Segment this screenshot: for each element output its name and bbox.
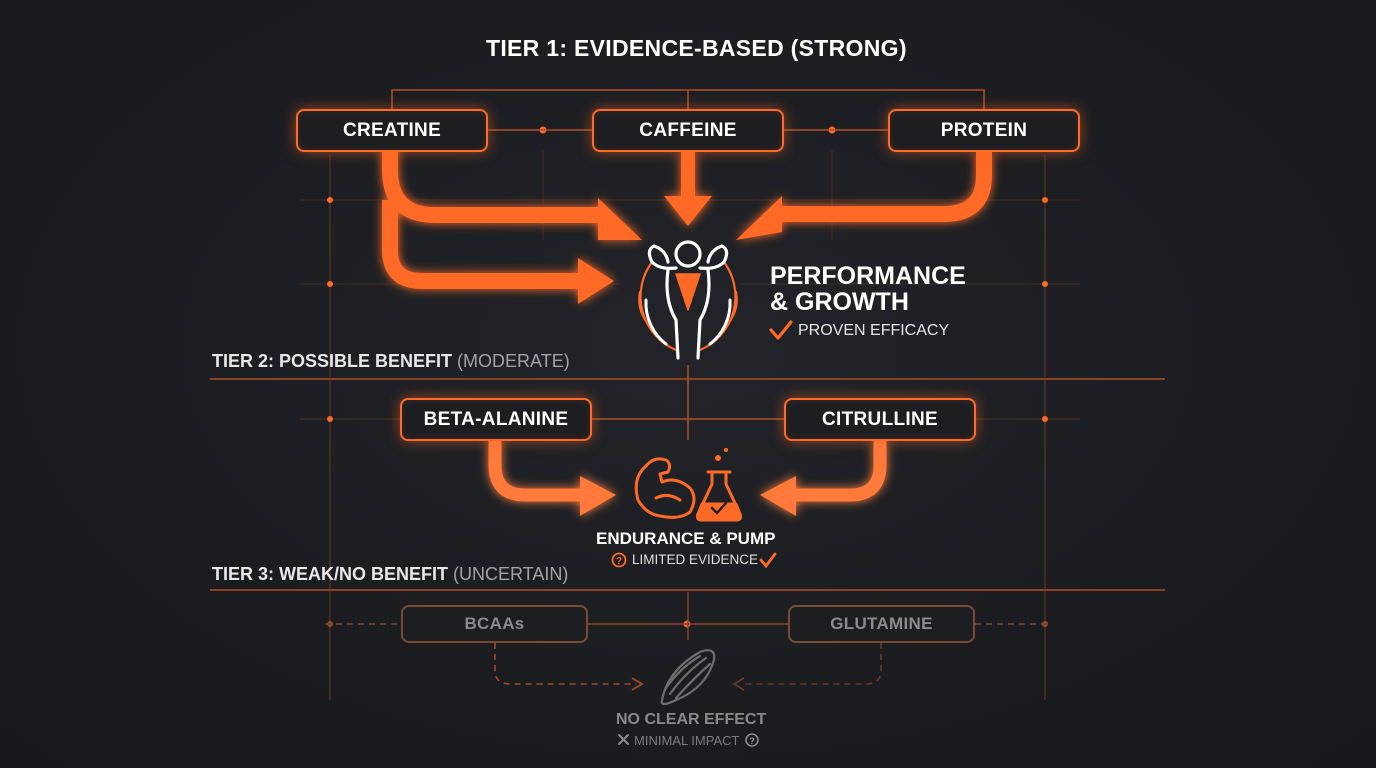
- question-icon-dim: ?: [745, 733, 759, 747]
- outcome2-note: LIMITED EVIDENCE: [632, 552, 759, 567]
- beta-alanine-arrow: [488, 441, 585, 502]
- beta-alanine-arrowhead: [580, 476, 616, 516]
- citrulline-arrowhead: [760, 476, 796, 516]
- creatine-arrowhead-1: [598, 198, 642, 240]
- caffeine-arrowhead: [664, 196, 712, 226]
- caffeine-box[interactable]: CAFFEINE: [592, 109, 784, 152]
- tier2-connectors: [592, 365, 784, 440]
- svg-text:?: ?: [749, 736, 755, 746]
- citrulline-box[interactable]: CITRULLINE: [784, 398, 976, 441]
- outcome2-title: ENDURANCE & PUMP: [596, 529, 776, 548]
- checkmark-icon-small: [759, 552, 777, 569]
- muscular-body-icon: [638, 240, 738, 360]
- bcaas-box[interactable]: BCAAs: [401, 605, 588, 643]
- grid-dots: [327, 126, 1048, 628]
- glutamine-dashed-arrow: [740, 643, 882, 685]
- tier3-connectors: [325, 592, 1050, 691]
- outcome1-note: PROVEN EFFICACY: [798, 322, 950, 339]
- beta-alanine-box[interactable]: BETA-ALANINE: [400, 398, 592, 441]
- protein-box[interactable]: PROTEIN: [888, 109, 1080, 152]
- creatine-arrowhead-2: [578, 258, 614, 304]
- flexed-arm-icon: [634, 457, 696, 519]
- tier2-qualifier: (MODERATE): [457, 351, 570, 371]
- creatine-arrow-to-growth: [382, 144, 608, 223]
- tier2-heading: TIER 2: POSSIBLE BENEFIT (MODERATE): [212, 351, 570, 372]
- tier3-qualifier: (UNCERTAIN): [453, 564, 569, 584]
- checkmark-icon: [769, 320, 793, 340]
- protein-arrow: [780, 152, 992, 222]
- tier2-label: TIER 2: POSSIBLE BENEFIT: [212, 351, 453, 371]
- outcome1-title-line1: PERFORMANCE: [770, 262, 966, 290]
- outcome3-note: MINIMAL IMPACT: [634, 733, 740, 748]
- outcome3-title: NO CLEAR EFFECT: [616, 711, 767, 728]
- outcome1-title-line2: & GROWTH: [770, 288, 909, 316]
- flask-icon: [696, 448, 742, 522]
- tier3-heading: TIER 3: WEAK/NO BENEFIT (UNCERTAIN): [212, 564, 568, 585]
- bcaa-dashed-arrow: [494, 643, 636, 685]
- question-icon: ?: [611, 552, 627, 568]
- x-mark-icon: [618, 734, 629, 745]
- creatine-box[interactable]: CREATINE: [296, 109, 488, 152]
- tier1-arrows: [382, 144, 992, 304]
- tier3-label: TIER 3: WEAK/NO BENEFIT: [212, 564, 449, 584]
- tier1-title: TIER 1: EVIDENCE-BASED (STRONG): [486, 35, 907, 61]
- tier2-arrows: [488, 441, 887, 516]
- citrulline-arrow: [792, 441, 887, 502]
- tier1-connectors: [391, 89, 985, 131]
- muscle-fiber-icon: [660, 649, 716, 706]
- svg-text:?: ?: [616, 556, 622, 567]
- creatine-arrow-lower: [382, 200, 582, 289]
- glutamine-box[interactable]: GLUTAMINE: [788, 605, 975, 643]
- protein-arrowhead: [736, 196, 782, 240]
